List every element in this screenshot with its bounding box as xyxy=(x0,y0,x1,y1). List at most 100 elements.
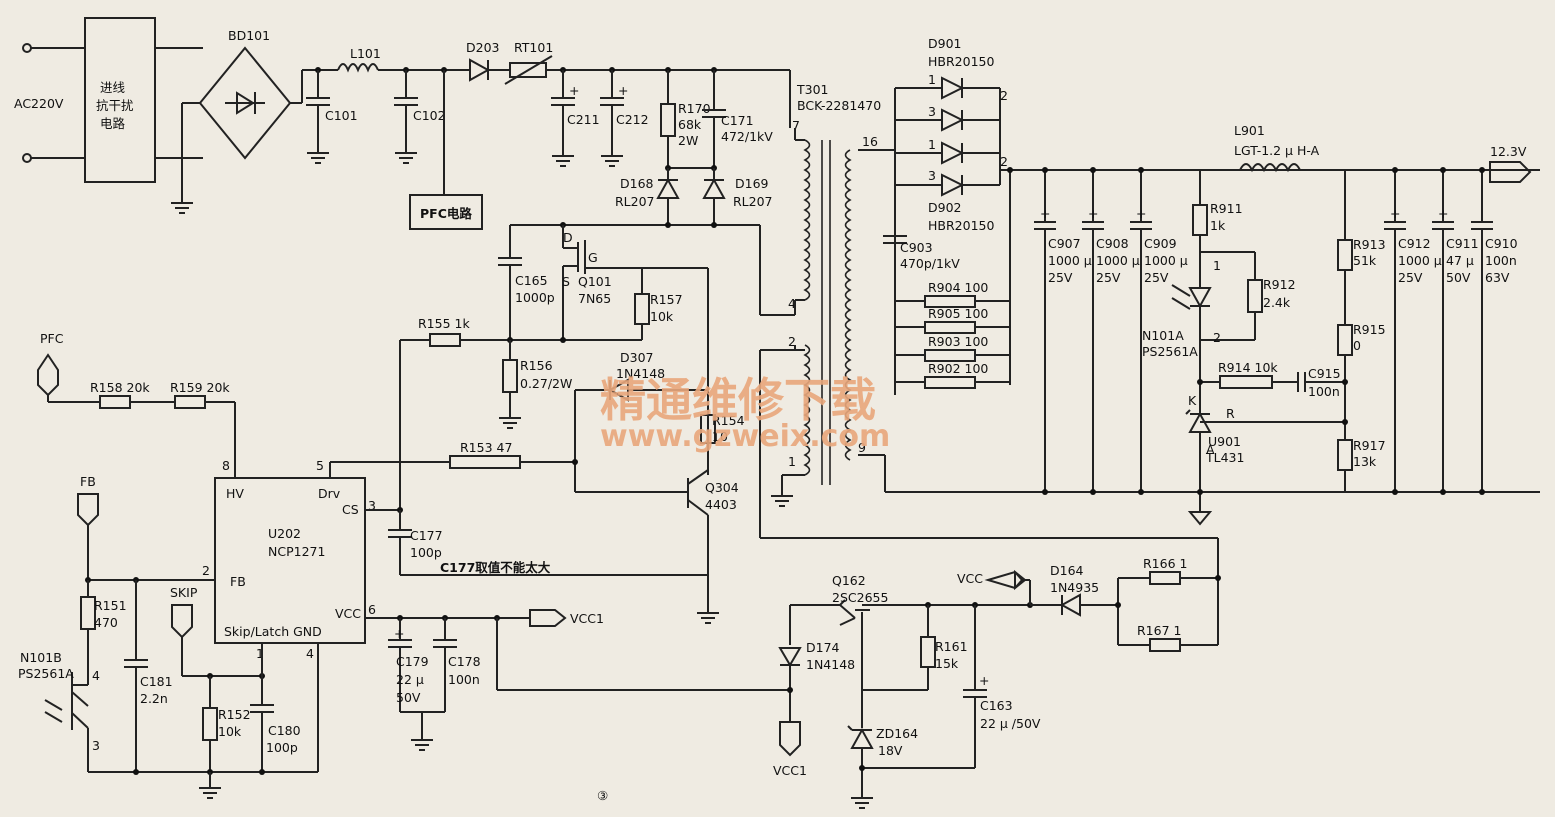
svg-text:C212: C212 xyxy=(616,112,649,127)
svg-text:D168: D168 xyxy=(620,176,654,191)
svg-text:+: + xyxy=(1136,206,1146,221)
svg-text:3: 3 xyxy=(368,498,376,513)
svg-text:D902: D902 xyxy=(928,200,961,215)
svg-text:Skip/Latch GND: Skip/Latch GND xyxy=(224,624,322,639)
svg-text:电路: 电路 xyxy=(100,116,126,131)
svg-text:HBR20150: HBR20150 xyxy=(928,54,994,69)
svg-text:VCC: VCC xyxy=(957,571,983,586)
svg-text:R154: R154 xyxy=(712,413,745,428)
svg-text:C163: C163 xyxy=(980,698,1013,713)
capacitor-c910: C910 100n 63V xyxy=(1471,167,1518,495)
svg-text:RL207: RL207 xyxy=(615,194,655,209)
c910-label-1: 100n xyxy=(1485,253,1517,268)
svg-text:R902 100: R902 100 xyxy=(928,361,988,376)
svg-text:9: 9 xyxy=(858,440,866,455)
c909-label-0: C909 xyxy=(1144,236,1177,251)
svg-text:T301: T301 xyxy=(796,82,829,97)
ac-input: AC220V xyxy=(14,43,85,163)
c912-label-0: C912 xyxy=(1398,236,1431,251)
svg-text:4403: 4403 xyxy=(705,497,737,512)
svg-text:0.27/2W: 0.27/2W xyxy=(520,376,572,391)
svg-text:Q162: Q162 xyxy=(832,573,866,588)
svg-text:+: + xyxy=(1040,206,1050,221)
svg-text:R905 100: R905 100 xyxy=(928,306,988,321)
svg-text:1: 1 xyxy=(788,454,796,469)
svg-text:A: A xyxy=(1206,442,1215,457)
svg-text:1N4935: 1N4935 xyxy=(1050,580,1099,595)
svg-text:8: 8 xyxy=(222,458,230,473)
svg-text:C180: C180 xyxy=(268,723,301,738)
svg-text:BCK-2281470: BCK-2281470 xyxy=(797,98,881,113)
svg-text:68k: 68k xyxy=(678,117,702,132)
svg-text:+: + xyxy=(618,83,628,98)
svg-text:50V: 50V xyxy=(396,690,421,705)
svg-text:1N4148: 1N4148 xyxy=(806,657,855,672)
svg-text:2: 2 xyxy=(788,334,796,349)
svg-text:PS2561A: PS2561A xyxy=(18,666,74,681)
svg-text:10k: 10k xyxy=(218,724,242,739)
svg-text:4: 4 xyxy=(92,668,100,683)
svg-text:7N65: 7N65 xyxy=(578,291,611,306)
svg-text:R912: R912 xyxy=(1263,277,1296,292)
svg-text:www.gzweix.com: www.gzweix.com xyxy=(600,419,890,454)
svg-text:PS2561A: PS2561A xyxy=(1142,344,1198,359)
svg-text:D: D xyxy=(563,230,573,245)
svg-text:100p: 100p xyxy=(266,740,298,755)
svg-text:TL431: TL431 xyxy=(1205,450,1244,465)
svg-text:2: 2 xyxy=(202,563,210,578)
svg-text:C101: C101 xyxy=(325,108,358,123)
svg-text:N101B: N101B xyxy=(20,650,62,665)
svg-text:C177: C177 xyxy=(410,528,443,543)
svg-text:12.3V: 12.3V xyxy=(1490,144,1527,159)
svg-text:100p: 100p xyxy=(410,545,442,560)
svg-text:C915: C915 xyxy=(1308,366,1341,381)
figure-number: ③ xyxy=(597,788,608,803)
svg-text:+: + xyxy=(979,673,989,688)
svg-text:FB: FB xyxy=(80,474,96,489)
svg-text:R903 100: R903 100 xyxy=(928,334,988,349)
svg-text:+: + xyxy=(1088,206,1098,221)
svg-text:抗干扰: 抗干扰 xyxy=(96,98,134,113)
ac-label: AC220V xyxy=(14,96,64,111)
svg-text:N101A: N101A xyxy=(1142,328,1184,343)
c910-label-2: 63V xyxy=(1485,270,1510,285)
svg-text:R915: R915 xyxy=(1353,322,1386,337)
emi-filter-box: 进线 抗干扰 电路 xyxy=(84,17,203,183)
svg-text:ZD164: ZD164 xyxy=(876,726,918,741)
svg-text:HV: HV xyxy=(226,486,244,501)
svg-text:R161: R161 xyxy=(935,639,968,654)
svg-text:18V: 18V xyxy=(878,743,903,758)
svg-text:470: 470 xyxy=(94,615,118,630)
c910-label-0: C910 xyxy=(1485,236,1518,251)
svg-text:22 μ /50V: 22 μ /50V xyxy=(980,716,1041,731)
c909-label-2: 25V xyxy=(1144,270,1169,285)
svg-text:1000p: 1000p xyxy=(515,290,555,305)
svg-text:1k: 1k xyxy=(1210,218,1226,233)
svg-text:R159 20k: R159 20k xyxy=(170,380,230,395)
svg-text:+: + xyxy=(1390,206,1400,221)
svg-text:R913: R913 xyxy=(1353,237,1386,252)
svg-text:R166 1: R166 1 xyxy=(1143,556,1187,571)
svg-text:15k: 15k xyxy=(935,656,959,671)
svg-text:R151: R151 xyxy=(94,598,127,613)
svg-text:16: 16 xyxy=(862,134,878,149)
svg-text:2: 2 xyxy=(1213,330,1221,345)
pfc-circuit-box: PFC电路 xyxy=(420,206,472,221)
c177-note: C177取值不能太大 xyxy=(440,560,551,575)
svg-text:C102: C102 xyxy=(413,108,446,123)
svg-text:D164: D164 xyxy=(1050,563,1084,578)
svg-text:3: 3 xyxy=(928,104,936,119)
svg-text:R904 100: R904 100 xyxy=(928,280,988,295)
svg-text:7: 7 xyxy=(792,118,800,133)
c911-label-1: 47 μ xyxy=(1446,253,1474,268)
svg-text:1: 1 xyxy=(256,646,264,661)
svg-text:472/1kV: 472/1kV xyxy=(721,129,773,144)
svg-text:D174: D174 xyxy=(806,640,840,655)
